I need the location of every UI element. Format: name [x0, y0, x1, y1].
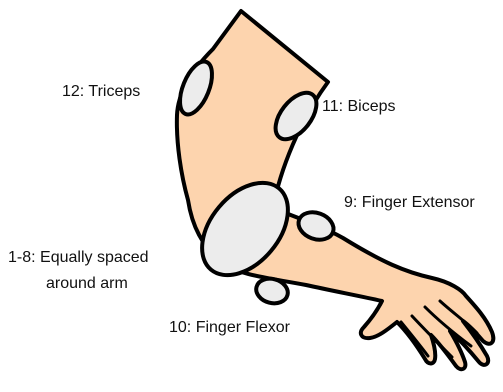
- label-biceps: 11: Biceps: [322, 97, 396, 117]
- label-equally-spaced-line2: around arm: [46, 274, 128, 294]
- arm-shape: [177, 11, 493, 369]
- label-finger-extensor: 9: Finger Extensor: [344, 193, 475, 213]
- label-finger-flexor: 10: Finger Flexor: [169, 318, 290, 338]
- label-triceps: 12: Triceps: [62, 82, 140, 102]
- label-equally-spaced-line1: 1-8: Equally spaced: [8, 248, 149, 268]
